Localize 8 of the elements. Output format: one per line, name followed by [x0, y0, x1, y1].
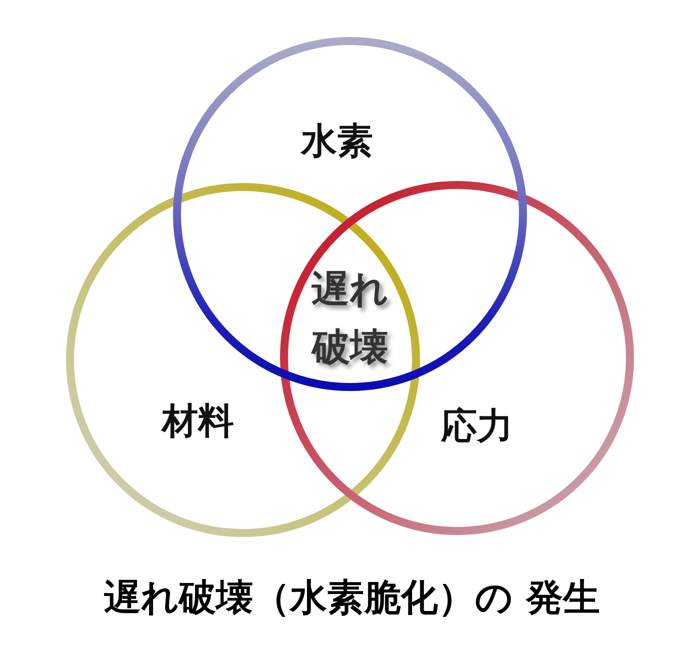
venn-circle: [66, 183, 420, 537]
circle-label: 応力: [441, 407, 513, 447]
venn-circle: [173, 37, 527, 391]
circle-label: 水素: [301, 122, 373, 162]
venn-circle: [280, 181, 634, 535]
caption: 遅れ破壊（水素脆化）の 発生: [103, 576, 600, 620]
circle-label: 材料: [162, 402, 234, 442]
overlap-label: 遅れ破壊: [310, 266, 390, 371]
